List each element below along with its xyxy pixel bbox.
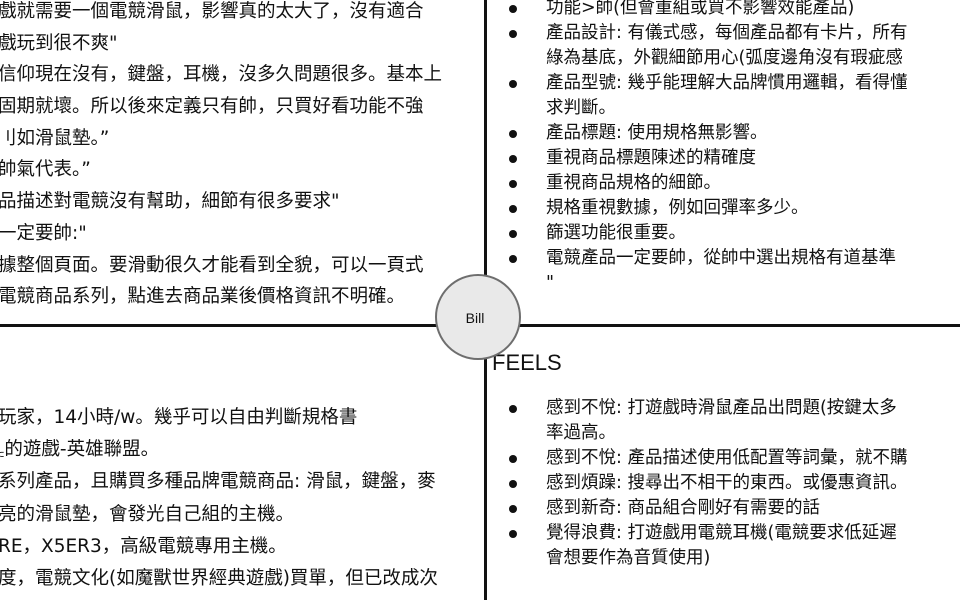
info-line: RE，X5ER3，高級電競專用主機。 (0, 535, 287, 557)
bullet-icon (509, 480, 517, 488)
quote-line: 品描述對電競沒有幫助，細節有很多要求" (0, 191, 340, 213)
bullet-icon (509, 5, 517, 13)
bullet-icon (509, 30, 517, 38)
bullet-icon (509, 205, 517, 213)
list-item: 電競產品一定要帥，從帥中選出規格有道基準 " (500, 246, 960, 296)
list-item: 感到不悅: 產品描述使用低配置等詞彙，就不購 (500, 446, 960, 471)
list-item: 感到新奇: 商品組合剛好有需要的話 (500, 496, 960, 521)
quadrant-top-left: 戲就需要一個電競滑鼠，影響真的太大了，沒有適合 戲玩到很不爽" 信仰現在沒有，鍵… (0, 0, 478, 313)
bullet-icon (509, 155, 517, 163)
bullet-icon (509, 255, 517, 263)
bullet-icon (509, 455, 517, 463)
list-item: 重視商品規格的細節。 (500, 171, 960, 196)
bullet-icon (509, 530, 517, 538)
info-line: 度，電競文化(如魔獸世界經典遊戲)買單，但已改成次 (0, 567, 438, 589)
quote-line: 刂如滑鼠墊。” (0, 127, 110, 149)
quote-line: 據整個頁面。要滑動很久才能看到全貌，可以一頁式 (0, 254, 424, 276)
info-line: 玩家，14小時/w。幾乎可以自由判斷規格書 (0, 407, 358, 428)
quadrant-top-right: 功能>帥(但會重組或買不影響效能產品) 產品設計: 有儀式感，每個產品都有卡片，… (500, 0, 960, 296)
quote-line: 固期就壞。所以後來定義只有帥，只買好看功能不強 (0, 96, 424, 118)
bullet-icon (509, 405, 517, 413)
quote-line: 信仰現在沒有，鍵盤，耳機，沒多久問題很多。基本上 (0, 64, 443, 86)
bullet-icon (509, 505, 517, 513)
quote-line: 帥氣代表。” (0, 159, 91, 181)
list-item: 篩選功能很重要。 (500, 221, 960, 246)
bullet-icon (509, 80, 517, 88)
quadrant-feels: 感到不悅: 打遊戲時滑鼠產品出問題(按鍵太多 率過高。 感到不悅: 產品描述使用… (500, 396, 960, 571)
info-line: 系列產品，且購買多種品牌電競商品: 滑鼠，鍵盤，麥 (0, 471, 436, 493)
quote-line: 戲玩到很不爽" (0, 32, 118, 54)
persona-circle: Bill (435, 274, 521, 360)
list-item: 功能>帥(但會重組或買不影響效能產品) (500, 0, 960, 21)
quote-line: 電競商品系列，點進去商品業後價格資訊不明確。 (0, 286, 406, 308)
bullet-icon (509, 230, 517, 238)
list-item: 產品標題: 使用規格無影響。 (500, 121, 960, 146)
feels-heading: FEELS (492, 350, 562, 375)
list-item: 感到不悅: 打遊戲時滑鼠產品出問題(按鍵太多 率過高。 (500, 396, 960, 446)
list-item: 覺得浪費: 打遊戲用電競耳機(電競要求低延遲 會想要作為音質使用) (500, 521, 960, 571)
persona-name: Bill (465, 310, 485, 326)
info-line: ꜀的遊戲-英雄聯盟。 (0, 439, 160, 461)
quote-line: 一定要帥:" (0, 222, 87, 244)
list-item: 規格重視數據，例如回彈率多少。 (500, 196, 960, 221)
quote-line: 戲就需要一個電競滑鼠，影響真的太大了，沒有適合 (0, 1, 424, 22)
list-item: 感到煩躁: 搜尋出不相干的東西。或優惠資訊。 (500, 471, 960, 496)
list-item: 產品型號: 幾乎能理解大品牌慣用邏輯，看得懂 求判斷。 (500, 71, 960, 121)
info-line: 亮的滑鼠墊，會發光自己組的主機。 (0, 503, 295, 525)
list-item: 產品設計: 有儀式感，每個產品都有卡片，所有 綠為基底，外觀細節用心(弧度邊角沒… (500, 21, 960, 71)
list-item: 重視商品標題陳述的精確度 (500, 146, 960, 171)
quadrant-bottom-left: 玩家，14小時/w。幾乎可以自由判斷規格書 ꜀的遊戲-英雄聯盟。 系列產品，且購… (0, 402, 482, 595)
bullet-icon (509, 130, 517, 138)
bullet-icon (509, 180, 517, 188)
